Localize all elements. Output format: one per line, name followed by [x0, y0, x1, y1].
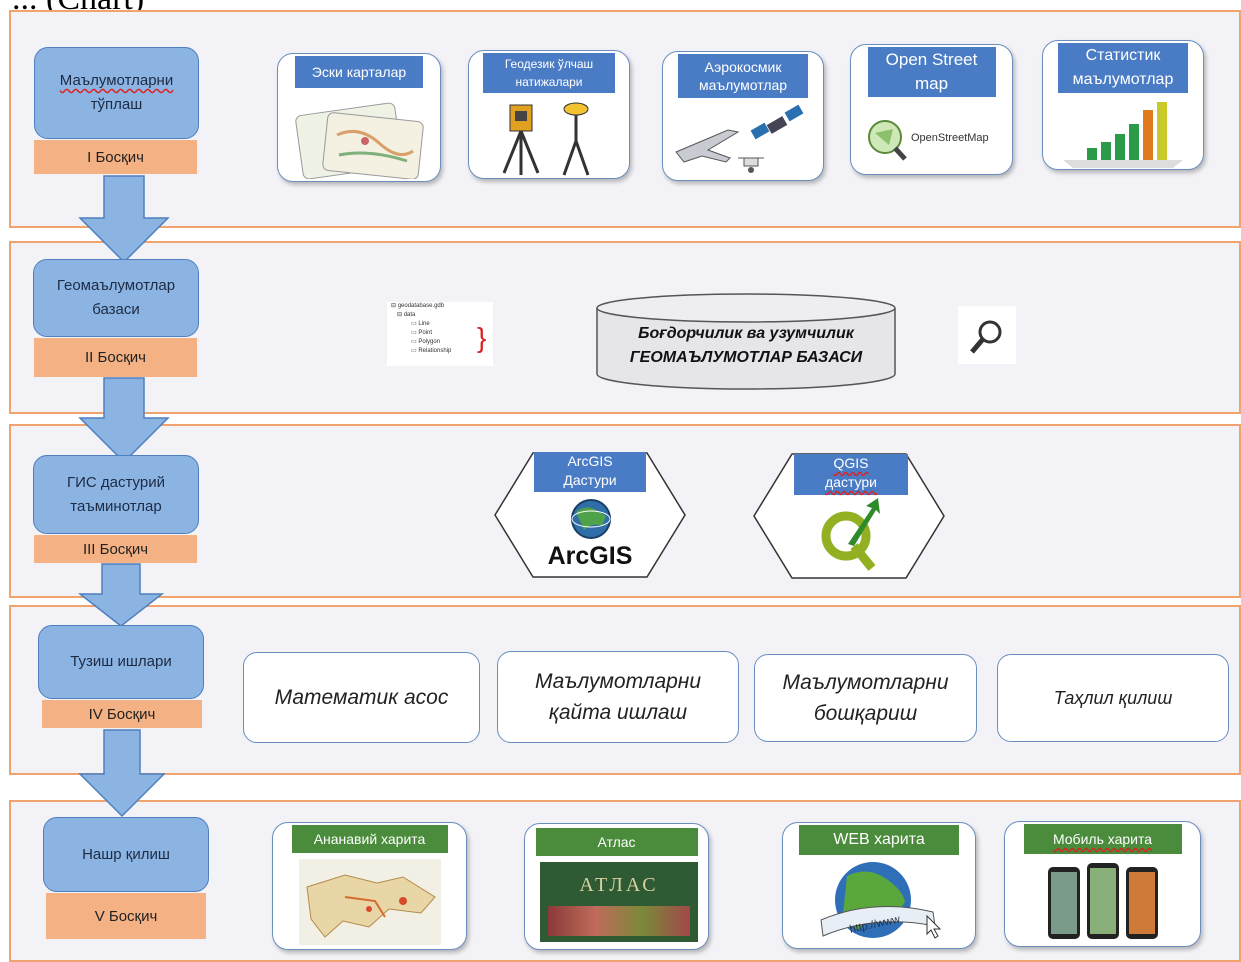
database-label: Боғдорчилик ва узумчилик ГЕОМАЪЛУМОТЛАР …	[600, 322, 892, 370]
stage-5-box: Нашр қилиш	[43, 817, 209, 892]
stage-1-label: I Босқич	[34, 140, 197, 174]
old-maps-icon	[295, 102, 424, 179]
stage-3-title: таъминотлар	[70, 497, 162, 515]
process-label: Таҳлил қилиш	[1053, 687, 1173, 708]
process-label: бошқариш	[813, 702, 918, 725]
qgis-logo-letter: Q	[818, 496, 819, 497]
process-label: Математик асос	[274, 686, 449, 709]
stage-2-box: Геомаълумотлар базаси	[33, 259, 199, 337]
stage-3-box: ГИС дастурий таъминотлар	[33, 455, 199, 534]
database-title: ГЕОМАЪЛУМОТЛАР БАЗАСИ	[629, 349, 863, 366]
geodatabase-tree: ⊟ geodatabase.gdb ⊟ data ▭ Line ▭ Point …	[387, 302, 493, 366]
process-data-reprocessing: Маълумотларни қайта ишлаш	[497, 651, 739, 743]
process-math-basis: Математик асос	[243, 652, 480, 743]
stage-1-title: тўплаш	[90, 96, 143, 113]
aircraft-satellite-icon	[675, 104, 804, 173]
process-label: қайта ишлаш	[548, 701, 688, 724]
stage-4-title: Тузиш ишлари	[70, 653, 172, 670]
stage-4-box: Тузиш ишлари	[38, 625, 204, 699]
source-card-title: Геодезик ўлчаш натижалари	[483, 53, 615, 93]
database-name: Боғдорчилик ва узумчилик	[638, 325, 854, 342]
stage-2-title: Геомаълумотлар	[56, 277, 176, 294]
output-card-mobile-map: Мобиль харита	[1004, 821, 1201, 947]
web-globe-icon: http://www	[820, 861, 942, 939]
source-card-osm: Open Street map OpenStreetMap	[850, 44, 1013, 175]
tree-node: geodatabase.gdb	[397, 303, 445, 309]
stage-3-title: ГИС дастурий	[67, 473, 165, 491]
atlas-cover-text: АТЛАС	[579, 874, 659, 896]
output-card-title: Мобиль харита	[1023, 824, 1182, 854]
process-analysis: Таҳлил қилиш	[997, 654, 1229, 742]
output-card-title-text: Мобиль харита	[1052, 831, 1153, 847]
process-label: Маълумотларни	[782, 671, 949, 694]
openstreetmap-icon: OpenStreetMap	[867, 119, 989, 161]
stage-5-label: V Босқич	[46, 893, 206, 939]
output-card-title: WEB харита	[799, 825, 959, 855]
output-card-title: Атлас	[535, 828, 698, 856]
stage-1-box: Маълумотларни тўплаш	[34, 47, 199, 139]
stage-5-title: Нашр қилиш	[82, 845, 170, 863]
source-card-title: Open Street map	[867, 47, 996, 97]
process-data-management: Маълумотларни бошқариш	[754, 654, 977, 742]
survey-instruments-icon	[502, 102, 590, 175]
arcgis-logo-text: ArcGIS	[547, 542, 633, 570]
uzbekistan-map-icon	[298, 859, 441, 945]
output-card-traditional-map: Ананавий харита	[272, 822, 467, 950]
osm-logo-text: OpenStreetMap	[911, 132, 989, 144]
stage-2-title: базаси	[92, 301, 140, 318]
source-card-geodetic: Геодезик ўлчаш натижалари	[468, 50, 630, 179]
arrow-down-icon	[78, 377, 170, 464]
stage-4-label: IV Босқич	[42, 700, 202, 728]
output-card-web-map: WEB харита http://www	[782, 822, 976, 949]
source-card-title: Аэрокосмик маълумотлар	[678, 54, 808, 98]
stage-2-label: II Босқич	[34, 338, 197, 377]
output-card-title: Ананавий харита	[291, 825, 448, 853]
mobile-phones-icon	[1047, 863, 1158, 939]
qgis-label-text: QGIS дастури	[825, 455, 877, 490]
source-card-old-maps: Эски карталар	[277, 53, 441, 182]
tree-node: data	[403, 312, 416, 318]
stage-3-label: III Босқич	[34, 535, 197, 563]
database-cylinder-icon	[596, 293, 896, 390]
source-card-title: Статистик маълумотлар	[1058, 43, 1188, 93]
source-card-title: Эски карталар	[295, 56, 423, 88]
output-card-atlas: Атлас АТЛАС	[524, 823, 709, 950]
tree-node: Polygon	[418, 339, 441, 345]
bar-chart-icon	[1063, 102, 1183, 168]
brace-icon: }	[477, 322, 487, 353]
tree-node: Line	[418, 321, 430, 327]
qgis-label: QGIS дастури	[794, 454, 908, 495]
arrow-down-icon	[78, 729, 166, 818]
atlas-book-icon: АТЛАС	[540, 862, 698, 942]
process-label: Маълумотларни	[534, 670, 702, 693]
tree-node: Point	[418, 330, 433, 336]
search-db-icon	[958, 306, 1016, 364]
source-card-aerospace: Аэрокосмик маълумотлар	[662, 51, 824, 181]
arrow-down-icon	[78, 175, 170, 264]
tree-node: Relationship	[418, 348, 452, 354]
stage-1-title: Маълумотларни	[59, 72, 174, 89]
arcgis-label: ArcGIS Дастури	[534, 452, 646, 492]
source-card-statistics: Статистик маълумотлар	[1042, 40, 1204, 170]
arrow-down-icon	[78, 563, 164, 627]
arcgis-globe-icon	[571, 499, 611, 539]
qgis-logo-icon: Q	[818, 496, 880, 571]
